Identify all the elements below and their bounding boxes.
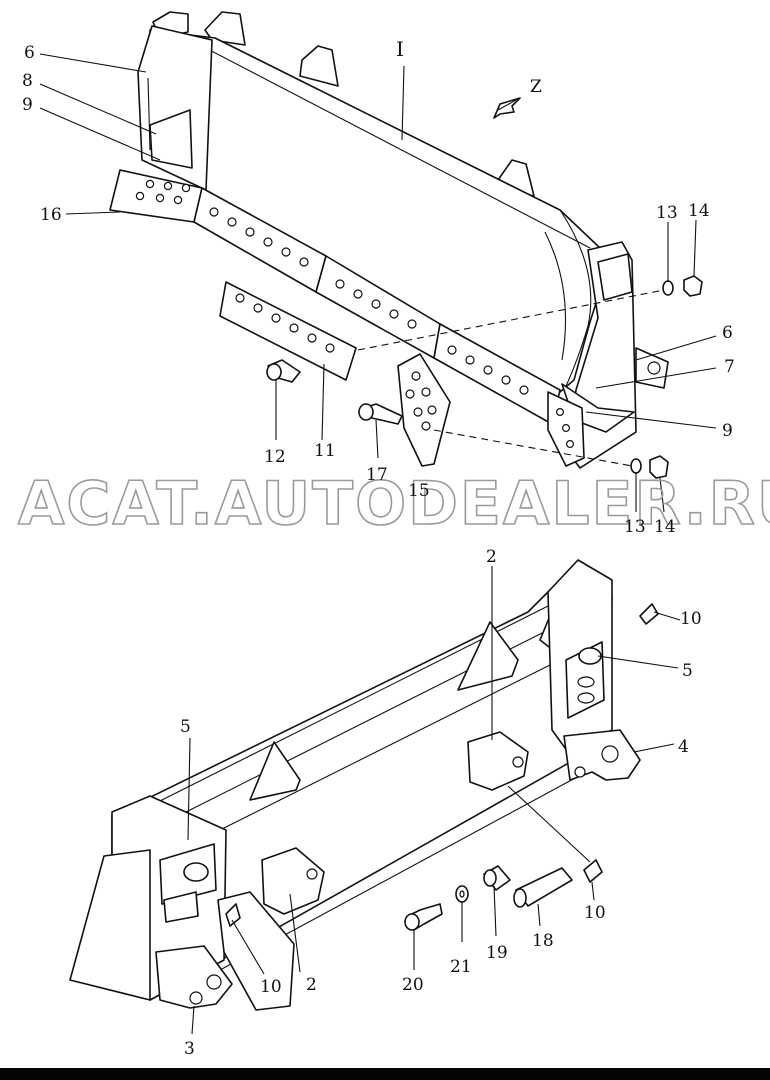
callout-labels: I Z 6 8 9 16 13 14 6 7 9 12 11 17 15 13 … — [22, 37, 735, 1059]
pin-18 — [513, 867, 573, 908]
washer-21 — [455, 885, 469, 903]
watermark-text: ACAT.AUTODEALER.RU — [18, 469, 770, 539]
callout-10-mid: 10 — [584, 903, 606, 923]
callout-12: 12 — [264, 447, 286, 467]
callout-view-z: Z — [530, 77, 542, 97]
callout-14-lower: 14 — [654, 517, 676, 537]
callout-9-right: 9 — [722, 421, 733, 441]
cutting-edge-bolt-holes — [135, 179, 574, 449]
callout-21: 21 — [450, 957, 472, 977]
callout-15: 15 — [408, 481, 430, 501]
callout-2-top: 2 — [486, 547, 497, 567]
callout-7: 7 — [724, 357, 735, 377]
callout-14-upper: 14 — [688, 201, 710, 221]
push-frame-assembly — [69, 559, 641, 1011]
callout-6-upper: 6 — [24, 43, 35, 63]
callout-10-left: 10 — [260, 977, 282, 997]
callout-19: 19 — [486, 943, 508, 963]
bolt-19 — [483, 865, 511, 891]
leader-lines — [39, 53, 717, 1035]
callout-5-right: 5 — [682, 661, 693, 681]
callout-18: 18 — [532, 931, 554, 951]
bottom-border — [0, 1068, 770, 1080]
callout-8: 8 — [22, 71, 33, 91]
callout-16: 16 — [40, 205, 62, 225]
callout-4: 4 — [678, 737, 689, 757]
end-bit-plate — [219, 281, 357, 381]
callout-13-lower: 13 — [624, 517, 646, 537]
callout-roman-i: I — [396, 37, 404, 61]
washer-nut-13-14-top — [662, 275, 703, 297]
grease-fittings-10 — [225, 603, 659, 927]
bolt-17 — [358, 403, 403, 425]
bolt-20 — [404, 903, 443, 931]
callout-10-right: 10 — [680, 609, 702, 629]
callout-11: 11 — [314, 441, 336, 461]
callout-20: 20 — [402, 975, 424, 995]
washer-nut-13-14-bottom — [630, 455, 669, 479]
callout-17: 17 — [366, 465, 388, 485]
callout-2-bottom: 2 — [306, 975, 317, 995]
view-arrow-z — [493, 97, 521, 119]
callout-6-right: 6 — [722, 323, 733, 343]
blade-assembly — [109, 11, 669, 469]
bolt-12 — [266, 359, 301, 383]
callout-3: 3 — [184, 1039, 195, 1059]
side-cutter-plate — [397, 353, 451, 467]
callout-13-upper: 13 — [656, 203, 678, 223]
callout-9-upper: 9 — [22, 95, 33, 115]
callout-5-left: 5 — [180, 717, 191, 737]
